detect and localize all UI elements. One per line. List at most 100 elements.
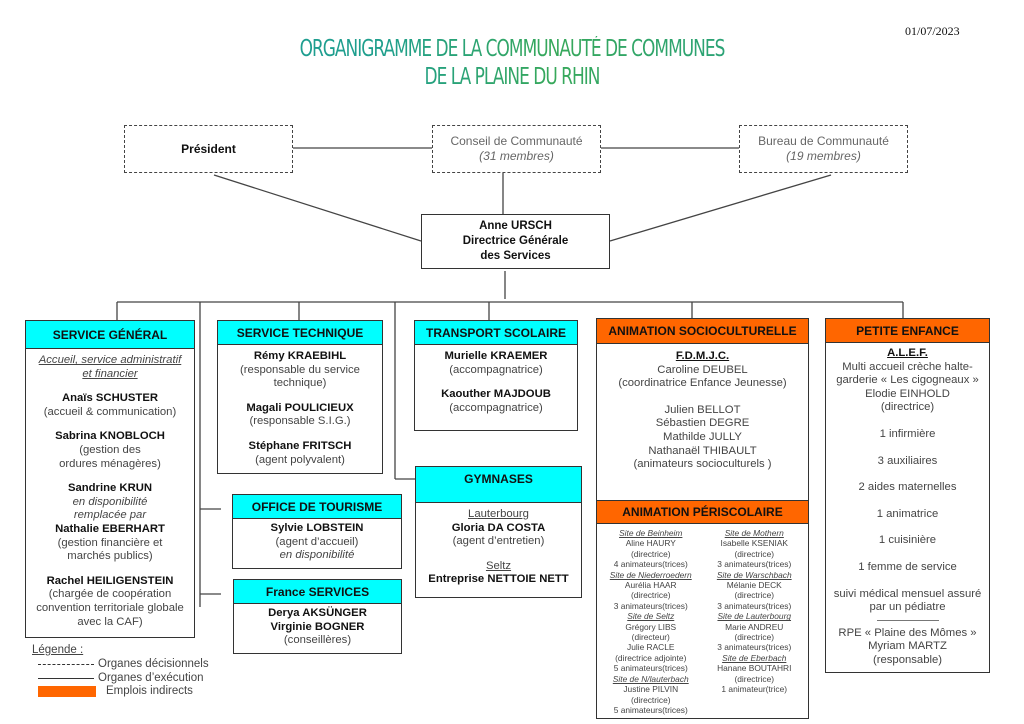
dgs-box: Anne URSCH Directrice Générale des Servi…: [421, 214, 610, 269]
person-role: (animateurs socioculturels ): [633, 458, 772, 471]
legend-title: Légende :: [32, 644, 84, 656]
solid-line-swatch: [38, 677, 94, 679]
person-role: (conseillères): [283, 634, 352, 647]
person-name: Virginie BOGNER: [270, 620, 365, 633]
person-role: (responsable S.I.G.): [249, 415, 351, 428]
person-role: (agent polyvalent): [255, 453, 345, 466]
site-detail: Julie RACLE: [627, 642, 675, 653]
petite-enfance-box: PETITE ENFANCE A.L.E.F. Multi accueil cr…: [825, 318, 990, 673]
site-label: Site de Mothern: [724, 528, 784, 538]
person-role: (responsable): [872, 653, 943, 666]
person-name: Elodie EINHOLD: [865, 387, 950, 400]
person-role: (gestion financière et: [57, 536, 163, 549]
site-detail: (directrice): [630, 694, 671, 705]
site-label: Site de Eberbach: [722, 652, 787, 663]
site-label: Site de Lauterbourg: [717, 611, 792, 622]
legend-label: Emplois indirects: [106, 685, 193, 697]
line-president-dgs: [213, 174, 422, 242]
conseil-members: (31 membres): [479, 149, 554, 163]
petite-enfance-header: PETITE ENFANCE: [826, 319, 989, 343]
animation-socioculturelle-box: ANIMATION SOCIOCULTURELLE F.D.M.J.C. Car…: [596, 318, 809, 501]
site-detail: (directrice): [630, 590, 671, 601]
structure-label: garderie « Les cigogneaux »: [836, 374, 979, 387]
site-detail: Hanane BOUTAHRI: [717, 663, 792, 674]
office-tourisme-header: OFFICE DE TOURISME: [233, 495, 401, 519]
site-detail: Marie ANDREU: [725, 621, 784, 632]
site-detail: Aline HAURY: [625, 538, 676, 549]
site-detail: (directrice adjointe): [615, 652, 687, 663]
orange-swatch: [38, 685, 96, 697]
site-label: Site de Niederroedern: [609, 569, 692, 580]
france-services-box: France SERVICES Derya AKSÜNGER Virginie …: [233, 579, 402, 654]
person-role: (agent d’accueil): [275, 535, 359, 548]
site-detail: Justine PILVIN: [623, 684, 679, 695]
site-detail: Isabelle KSENIAK: [720, 538, 789, 549]
page-title-line2: DE LA PLAINE DU RHIN: [92, 64, 932, 90]
bureau-name: Bureau de Communauté: [758, 134, 889, 148]
legend-label: Organes décisionnels: [98, 658, 209, 670]
site-detail: (directrice): [734, 632, 775, 643]
person-role: technique): [273, 377, 327, 390]
site-label: Site de Seltz: [627, 611, 675, 622]
person-role: (accompagnatrice): [449, 363, 543, 376]
person-name: Gloria DA COSTA: [451, 521, 546, 534]
person-role: (responsable du service: [240, 363, 360, 376]
service-general-subtitle-2: et financier: [82, 367, 138, 380]
site-detail: (directrice): [734, 590, 775, 601]
person-role: ordures ménagères): [59, 457, 161, 470]
dashed-line-swatch: [38, 663, 94, 665]
person-name: Rachel HEILIGENSTEIN: [46, 574, 174, 587]
service-general-subtitle: Accueil, service administratif: [38, 354, 182, 366]
person-name: Sébastien DEGRE: [655, 417, 750, 430]
site-detail: Aurélia HAAR: [624, 580, 677, 591]
legend-label: Organes d’exécution: [98, 672, 204, 684]
site-detail: 5 animateurs(trices): [613, 663, 688, 674]
site-label: Site de Warschbach: [716, 569, 792, 580]
service-general-header: SERVICE GÉNÉRAL: [26, 321, 194, 349]
site-detail: 5 animateurs(trices): [613, 704, 688, 715]
site-detail: 3 animateurs(trices): [717, 600, 792, 611]
transport-scolaire-box: TRANSPORT SCOLAIRE Murielle KRAEMER (acc…: [414, 320, 578, 431]
site-detail: (directrice): [734, 673, 775, 684]
line-bureau-dgs: [609, 174, 832, 242]
staff-item: 2 aides maternelles: [858, 481, 957, 494]
site-detail: 1 animateur(trice): [721, 684, 788, 695]
person-name: Julien BELLOT: [664, 403, 741, 416]
bureau-box: Bureau de Communauté (19 membres): [739, 125, 908, 173]
company-name: Entreprise NETTOIE NETT: [428, 573, 569, 586]
dgs-name: Anne URSCH: [479, 220, 552, 232]
site-detail: 3 animateurs(trices): [613, 600, 688, 611]
person-role: (directrice): [880, 401, 935, 414]
person-role: marchés publics): [67, 550, 153, 563]
person-name: Rémy KRAEBIHL: [253, 350, 347, 362]
person-role: (accompagnatrice): [449, 401, 543, 414]
page-title-line1: ORGANIGRAMME DE LA COMMUNAUTÉ DE COMMUNE…: [92, 36, 932, 62]
person-name: Sabrina KNOBLOCH: [55, 430, 165, 443]
gymnases-box: GYMNASES Lauterbourg Gloria DA COSTA (ag…: [415, 466, 582, 598]
person-name: Derya AKSÜNGER: [268, 607, 367, 619]
site-detail: (directrice): [734, 548, 775, 559]
site-detail: 4 animateurs(trices): [613, 559, 688, 570]
transport-scolaire-header: TRANSPORT SCOLAIRE: [415, 321, 577, 345]
conseil-name: Conseil de Communauté: [450, 134, 583, 148]
legend-item-indirect: Emplois indirects: [38, 685, 193, 697]
rpe-name: RPE « Plaine des Mômes »: [838, 626, 977, 639]
person-name: Nathanaël THIBAULT: [648, 444, 757, 457]
staff-item: 1 cuisinière: [878, 534, 937, 547]
site-label: Site de Beinheim: [619, 528, 683, 538]
person-name: Sandrine KRUN: [67, 482, 153, 495]
staff-item: 3 auxiliaires: [877, 454, 938, 467]
service-technique-box: SERVICE TECHNIQUE Rémy KRAEBIHL (respons…: [217, 320, 383, 474]
person-role: (accueil & communication): [43, 405, 177, 418]
person-name: Sylvie LOBSTEIN: [270, 522, 364, 534]
legend-item-execution: Organes d’exécution: [38, 672, 203, 684]
person-name: Kaouther MAJDOUB: [441, 388, 551, 401]
organization-label: F.D.M.J.C.: [675, 350, 730, 362]
person-role: (chargée de coopération: [48, 588, 172, 601]
person-name: Caroline DEUBEL: [657, 363, 748, 376]
site-detail: 3 animateurs(trices): [717, 559, 792, 570]
staff-item: 1 femme de service: [858, 560, 957, 573]
